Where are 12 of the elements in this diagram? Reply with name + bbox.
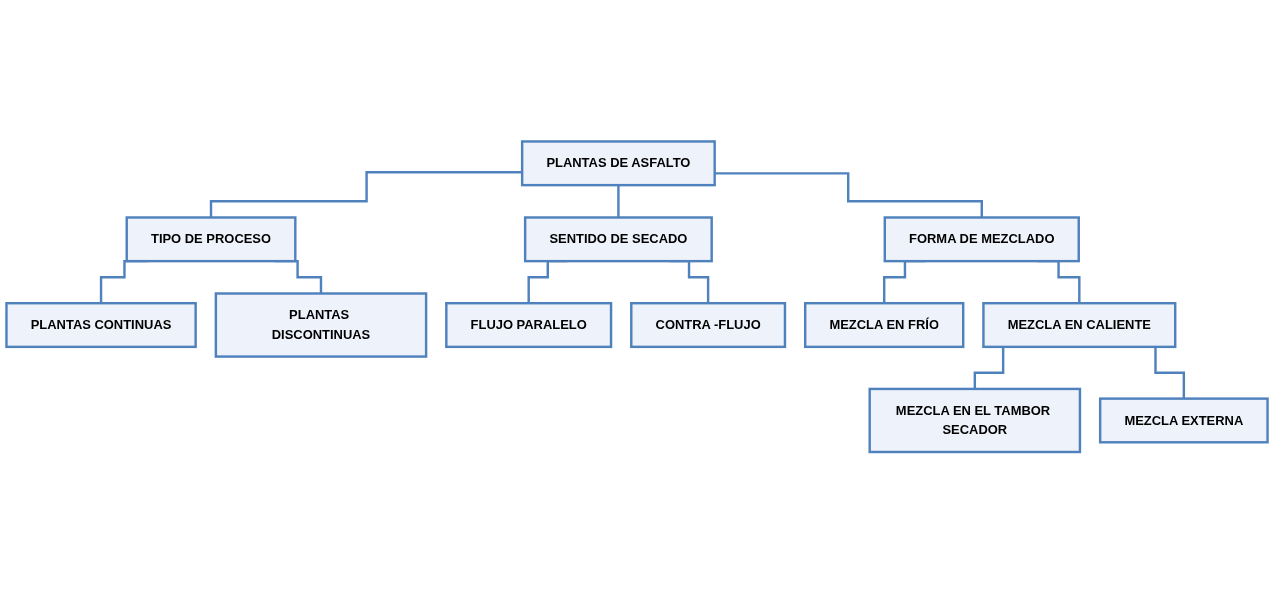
node-box: PLANTAS CONTINUAS: [5, 301, 197, 348]
node-box: CONTRA -FLUJO: [630, 301, 787, 348]
node-box: SENTIDO DE SECADO: [523, 216, 713, 263]
node-box: FLUJO PARALELO: [445, 301, 613, 348]
node-box: MEZCLA EN FRÍO: [803, 301, 965, 348]
node-box: MEZCLA EXTERNA: [1098, 397, 1269, 444]
node-box: PLANTAS DE ASFALTO: [520, 140, 716, 187]
node-box: PLANTAS DISCONTINUAS: [214, 292, 428, 358]
node-box: FORMA DE MEZCLADO: [883, 216, 1080, 263]
node-box: MEZCLA EN EL TAMBOR SECADOR: [868, 387, 1082, 453]
node-box: TIPO DE PROCESO: [125, 216, 297, 263]
node-box: MEZCLA EN CALIENTE: [982, 301, 1177, 348]
